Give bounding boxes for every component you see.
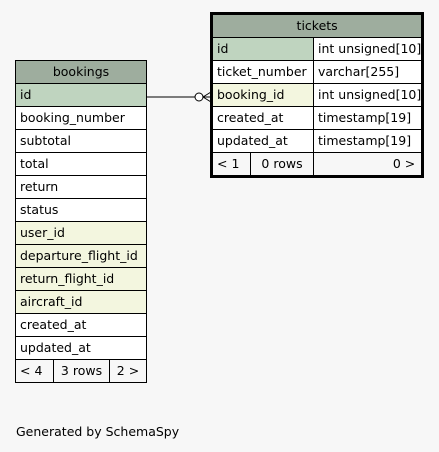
- column-created-at: created_at: [211, 106, 314, 130]
- generated-by-label: Generated by SchemaSpy: [16, 424, 180, 439]
- column-return-flight-id: return_flight_id: [15, 267, 147, 291]
- table-footer-left: < 1 0 rows: [211, 152, 314, 177]
- table-header-bookings[interactable]: bookings: [15, 60, 147, 84]
- column-type: timestamp[19]: [312, 106, 424, 130]
- relationship-tickets-bookings[interactable]: [145, 91, 212, 103]
- parents-link[interactable]: < 4: [16, 360, 54, 382]
- column-type: timestamp[19]: [312, 129, 424, 153]
- column-id: id: [211, 37, 314, 61]
- column-departure-flight-id: departure_flight_id: [15, 244, 147, 268]
- column-id: id: [15, 83, 147, 107]
- column-type: int unsigned[10]: [312, 83, 424, 107]
- children-link[interactable]: 2 >: [116, 363, 140, 378]
- crowsfoot-icon: [202, 91, 212, 103]
- column-booking-id: booking_id: [211, 83, 314, 107]
- column-subtotal: subtotal: [15, 129, 147, 153]
- zero-cardinality-icon: [194, 92, 204, 102]
- column-ticket-number: ticket_number: [211, 60, 314, 84]
- column-total: total: [15, 152, 147, 176]
- children-link[interactable]: 0 >: [312, 152, 424, 177]
- column-type: int unsigned[10]: [312, 37, 424, 61]
- row-count: 3 rows: [54, 360, 110, 382]
- parents-link[interactable]: < 1: [213, 153, 251, 175]
- column-updated-at: updated_at: [211, 129, 314, 153]
- column-updated-at: updated_at: [15, 336, 147, 360]
- column-created-at: created_at: [15, 313, 147, 337]
- table-footer-bookings: < 4 3 rows 2 >: [15, 359, 147, 383]
- table-bookings[interactable]: bookings id booking_number subtotal tota…: [15, 60, 147, 383]
- column-aircraft-id: aircraft_id: [15, 290, 147, 314]
- row-count: 0 rows: [261, 156, 303, 171]
- column-type: varchar[255]: [312, 60, 424, 84]
- column-booking-number: booking_number: [15, 106, 147, 130]
- column-user-id: user_id: [15, 221, 147, 245]
- table-tickets[interactable]: tickets id int unsigned[10] ticket_numbe…: [210, 12, 425, 178]
- column-status: status: [15, 198, 147, 222]
- table-header-tickets[interactable]: tickets: [210, 13, 424, 38]
- column-return: return: [15, 175, 147, 199]
